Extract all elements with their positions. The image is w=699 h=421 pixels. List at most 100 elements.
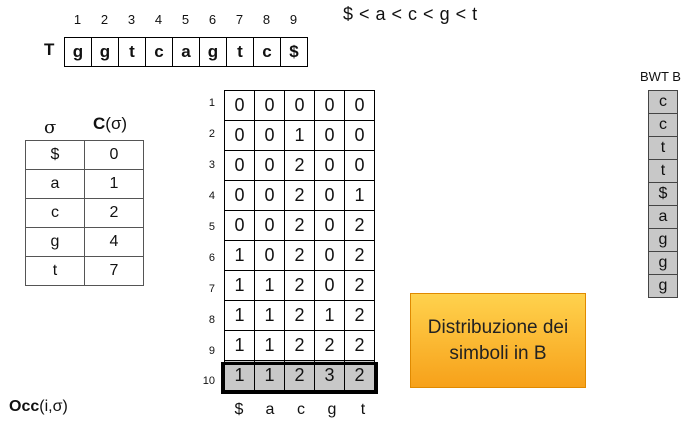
occ-row-number: 1 — [208, 97, 215, 109]
occ-cell: 2 — [284, 330, 315, 361]
text-index: 8 — [262, 12, 271, 27]
occ-cell: 0 — [344, 150, 375, 181]
bwt-cell: t — [649, 137, 677, 160]
final-row-highlight — [221, 362, 378, 394]
bwt-cell: g — [649, 275, 677, 297]
bwt-column: c c t t $ a g g g — [648, 90, 678, 298]
occ-cell: 2 — [284, 210, 315, 241]
occ-cell: 1 — [254, 360, 285, 391]
text-cell: g — [200, 38, 227, 66]
occ-cell: 0 — [254, 150, 285, 181]
occ-cell: 0 — [224, 90, 255, 121]
occ-cell: 2 — [284, 360, 315, 391]
occ-cell: 2 — [284, 270, 315, 301]
bwt-cell: c — [649, 91, 677, 114]
c-value-cell: 0 — [84, 140, 144, 170]
text-index: 3 — [127, 12, 136, 27]
text-cell: c — [146, 38, 173, 66]
bwt-cell: g — [649, 229, 677, 252]
bwt-cell: a — [649, 206, 677, 229]
occ-cell: 1 — [254, 270, 285, 301]
text-index: 6 — [208, 12, 217, 27]
occ-column-label: g — [327, 401, 337, 418]
occ-cell: 1 — [224, 240, 255, 271]
occ-cell: 1 — [344, 180, 375, 211]
occ-cell: 2 — [344, 210, 375, 241]
c-symbol-cell: a — [25, 169, 85, 199]
occ-column-label: c — [297, 401, 305, 418]
occ-cell: 1 — [254, 330, 285, 361]
occ-cell: 0 — [314, 90, 345, 121]
occ-row-number: 5 — [208, 221, 215, 233]
text-index: 4 — [154, 12, 163, 27]
occ-cell: 2 — [314, 330, 345, 361]
bwt-cell: t — [649, 160, 677, 183]
occ-cell: 0 — [224, 180, 255, 211]
text-index: 2 — [100, 12, 109, 27]
occ-column-label: $ — [234, 401, 244, 418]
occ-row-number: 3 — [208, 159, 215, 171]
occ-cell: 0 — [314, 240, 345, 271]
c-symbol-cell: c — [25, 198, 85, 228]
occ-cell: 0 — [254, 180, 285, 211]
occ-row-number: 2 — [208, 128, 215, 140]
occ-cell: 3 — [314, 360, 345, 391]
occ-cell: 0 — [314, 150, 345, 181]
occ-cell: 2 — [284, 240, 315, 271]
occ-label-rest: (i,σ) — [39, 398, 68, 415]
occ-cell: 0 — [224, 120, 255, 151]
occ-cell: 1 — [224, 270, 255, 301]
occ-cell: 0 — [224, 210, 255, 241]
occ-cell: 2 — [344, 240, 375, 271]
bwt-cell: $ — [649, 183, 677, 206]
occ-row-number: 10 — [202, 375, 215, 387]
text-cell: g — [92, 38, 119, 66]
bwt-cell: c — [649, 114, 677, 137]
distribution-callout: Distribuzione dei simboli in B — [410, 293, 586, 388]
text-cell: c — [254, 38, 281, 66]
occ-cell: 0 — [254, 90, 285, 121]
occ-cell: 1 — [224, 330, 255, 361]
occ-cell: 0 — [224, 150, 255, 181]
occ-label-bold: Occ — [9, 398, 40, 415]
c-value-cell: 2 — [84, 198, 144, 228]
c-value-cell: 4 — [84, 227, 144, 257]
occ-row-number: 8 — [208, 314, 215, 326]
bwt-cell: g — [649, 252, 677, 275]
text-index: 1 — [73, 12, 82, 27]
c-value-cell: 7 — [84, 256, 144, 286]
occ-cell: 0 — [284, 90, 315, 121]
text-label: T — [44, 40, 55, 59]
text-array: g g t c a g t c $ — [64, 37, 308, 67]
occ-cell: 2 — [344, 330, 375, 361]
occ-cell: 0 — [314, 180, 345, 211]
occ-cell: 1 — [284, 120, 315, 151]
occ-cell: 0 — [314, 210, 345, 241]
text-cell: $ — [289, 42, 299, 61]
occ-cell: 1 — [254, 300, 285, 331]
text-cell: t — [227, 38, 254, 66]
occ-cell: 2 — [344, 360, 375, 391]
occ-cell: 0 — [254, 240, 285, 271]
occ-cell: 0 — [314, 270, 345, 301]
occ-row-number: 4 — [208, 190, 215, 202]
occ-cell: 2 — [284, 300, 315, 331]
alphabet-order: $ < a < c < g < t — [343, 4, 478, 24]
occ-row-number: 9 — [208, 345, 215, 357]
bwt-title: BWT B — [640, 69, 681, 84]
